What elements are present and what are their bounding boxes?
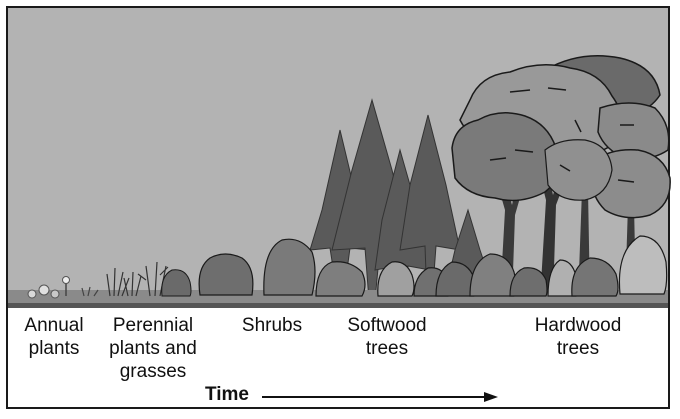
stage-label-hardwood: Hardwood trees <box>534 315 622 359</box>
annual-plants <box>27 276 99 299</box>
annual-sprig <box>81 286 99 297</box>
annual-flower <box>62 276 70 284</box>
hardwood-leaf-marks <box>489 87 635 183</box>
stage-label-shrubs: Shrubs <box>241 315 303 336</box>
grass-tuft <box>106 267 130 297</box>
grass-tuft <box>123 271 142 297</box>
shrub <box>509 267 548 297</box>
stage-label-softwood: Softwood trees <box>347 315 427 359</box>
annual-flower <box>27 289 37 299</box>
ground-edge <box>8 303 668 308</box>
stage-label-perennial: Perennial plants and grasses <box>109 315 197 382</box>
annual-flower <box>38 284 50 296</box>
hardwood-crown <box>544 139 613 201</box>
shrub <box>263 238 316 296</box>
shrub <box>315 261 366 297</box>
shrub <box>198 253 254 296</box>
perennial-clump <box>161 269 192 297</box>
hardwood-crown <box>597 102 670 160</box>
time-arrow-icon <box>262 392 498 402</box>
shrub <box>618 235 668 295</box>
shrubs <box>198 235 668 297</box>
shrub <box>571 257 619 297</box>
hardwood-crown <box>451 112 560 202</box>
time-label: Time <box>205 384 250 405</box>
hardwood-trunk <box>536 158 570 300</box>
annual-flower <box>50 289 60 299</box>
stage-label-annual: Annual plants <box>24 315 84 359</box>
